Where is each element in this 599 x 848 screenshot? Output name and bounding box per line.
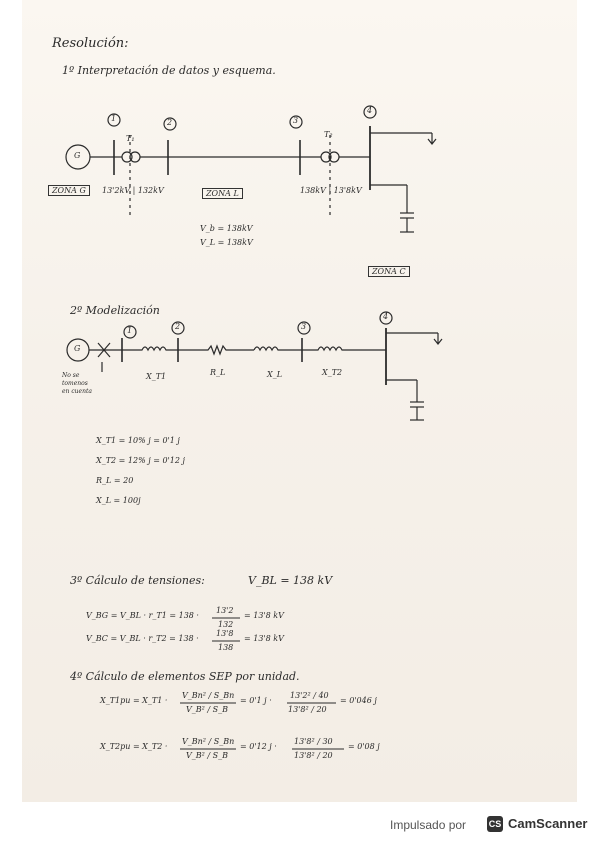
- node2-2-label: 2: [175, 322, 181, 331]
- eq-vbc-right: = 13'8 kV: [244, 634, 284, 643]
- eq-xt1pu-right: = 0'046 j: [340, 696, 377, 705]
- eq-vbc-num: 13'8: [216, 629, 234, 638]
- ignore-note: No se tomenos en cuenta: [62, 372, 92, 396]
- xt2-label: X_T2: [322, 368, 343, 377]
- zona-l-label: ZONA L: [202, 188, 243, 199]
- transformer-t1-icon: [121, 151, 133, 163]
- powered-by-text: Impulsado por: [390, 818, 467, 832]
- eq-vbg-den: 132: [218, 620, 234, 629]
- gen2-label: G: [74, 344, 81, 353]
- eq-xl: X_L = 100j: [96, 496, 141, 505]
- eq-xt2pu-num2: 13'8² / 30: [294, 737, 333, 746]
- node2-3-label: 3: [301, 322, 307, 331]
- node-2-label: 2: [167, 118, 173, 127]
- gen-label: G: [74, 151, 81, 160]
- camscanner-logo-icon: CS: [487, 816, 503, 832]
- xt1-label: X_T1: [146, 372, 167, 381]
- eq-xt2: X_T2 = 12% j = 0'12 j: [96, 456, 185, 465]
- camscanner-brand: CamScanner: [508, 816, 588, 831]
- t2-voltage: 138kV | 13'8kV: [300, 186, 362, 195]
- eq-vbg-num: 13'2: [216, 606, 234, 615]
- xl-label: X_L: [267, 370, 283, 379]
- step1-title: 1º Interpretación de datos y esquema.: [62, 64, 276, 77]
- eq-xt1pu-num2: 13'2² / 40: [290, 691, 329, 700]
- eq-xt1: X_T1 = 10% j = 0'1 j: [96, 436, 180, 445]
- eq-xt1pu-left: X_T1pu = X_T1 ·: [100, 696, 168, 705]
- node-1-label: 1: [111, 114, 117, 123]
- eq-xt2pu-right: = 0'08 j: [348, 742, 380, 751]
- zona-g-label: ZONA G: [48, 185, 90, 196]
- eq-xt2pu-mid: = 0'12 j ·: [240, 742, 277, 751]
- eq-vbg-right: = 13'8 kV: [244, 611, 284, 620]
- transformer-t2-icon: [320, 151, 332, 163]
- eq-rl: R_L = 20: [96, 476, 134, 485]
- eq-vbc-den: 138: [218, 643, 234, 652]
- t1-voltage: 13'2kV | 132kV: [102, 186, 164, 195]
- eq-xt2pu-den2: 13'8² / 20: [294, 751, 333, 760]
- ignore-note-line-3: en cuenta: [62, 388, 92, 395]
- eq-xt2pu-left: X_T2pu = X_T2 ·: [100, 742, 168, 751]
- node-4-label: 4: [367, 106, 373, 115]
- node-3-label: 3: [293, 116, 299, 125]
- ignore-note-line-1: No se: [62, 372, 80, 379]
- vl-label: V_L = 138kV: [200, 238, 253, 247]
- step4-title: 4º Cálculo de elementos SEP por unidad.: [70, 670, 300, 683]
- t1-label: T₁: [126, 134, 135, 143]
- rl-label: R_L: [210, 368, 226, 377]
- step3-base: V_BL = 138 kV: [248, 574, 333, 587]
- diagram-2: [66, 311, 443, 421]
- heading: Resolución:: [52, 36, 129, 51]
- vb-label: V_b = 138kV: [200, 224, 253, 233]
- scanned-page: Resolución: 1º Interpretación de datos y…: [22, 0, 577, 802]
- eq-xt1pu-mid: = 0'1 j ·: [240, 696, 272, 705]
- diagram-1: [65, 105, 437, 233]
- node2-4-label: 4: [383, 312, 389, 321]
- step2-title: 2º Modelización: [70, 304, 160, 317]
- eq-xt1pu-den2: 13'8² / 20: [288, 705, 327, 714]
- node2-1-label: 1: [127, 326, 133, 335]
- eq-vbc-left: V_BC = V_BL · r_T2 = 138 ·: [86, 634, 199, 643]
- zona-c-label: ZONA C: [368, 266, 410, 277]
- t2-label: T₂: [324, 130, 333, 139]
- circuit-diagrams: [65, 105, 443, 750]
- ignore-note-line-2: tomenos: [62, 380, 88, 387]
- eq-vbg-left: V_BG = V_BL · r_T1 = 138 ·: [86, 611, 199, 620]
- step3-title: 3º Cálculo de tensiones:: [70, 574, 205, 587]
- eq-xt2pu-den: V_B² / S_B: [186, 751, 229, 760]
- eq-xt1pu-num: V_Bn² / S_Bn: [182, 691, 235, 700]
- eq-xt2pu-num: V_Bn² / S_Bn: [182, 737, 235, 746]
- eq-xt1pu-den: V_B² / S_B: [186, 705, 229, 714]
